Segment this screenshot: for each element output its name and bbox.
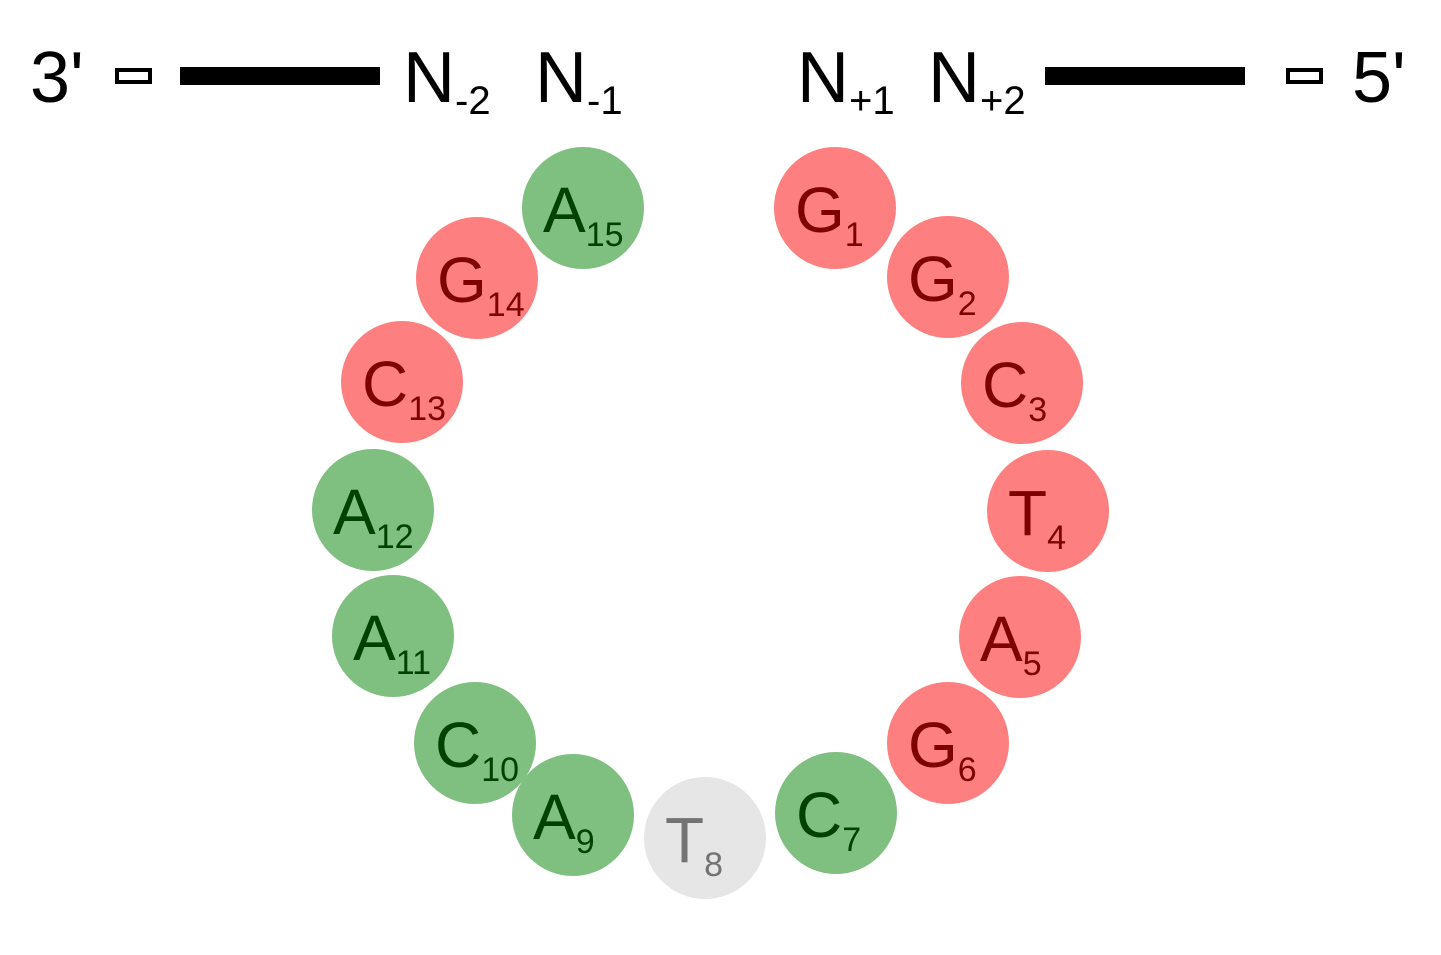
nucleotide-label: C13: [362, 348, 446, 428]
n-plus-1-label: N+1: [797, 38, 895, 123]
nucleotide-8: T8: [644, 777, 766, 899]
nucleotide-index: 14: [487, 286, 525, 324]
nucleotide-circle: [775, 752, 897, 874]
n-plus-1-sub: +1: [849, 79, 895, 123]
nucleotide-label: A12: [333, 476, 414, 556]
nucleotide-base: G: [908, 709, 958, 781]
nucleotide-circle: [887, 682, 1009, 804]
nucleotide-index: 10: [481, 751, 519, 789]
n-minus-2-label: N-2: [403, 38, 491, 123]
nucleotide-label: A11: [353, 602, 431, 682]
nucleotide-base: C: [435, 709, 481, 781]
nucleotide-10: C10: [414, 682, 536, 804]
nucleotide-index: 13: [408, 390, 446, 428]
nucleotide-label: T4: [1008, 477, 1066, 557]
n-minus-2-sub: -2: [455, 79, 491, 123]
nucleotide-base: A: [543, 174, 586, 246]
nucleotide-15: A15: [522, 147, 644, 269]
nucleotide-4: T4: [987, 450, 1109, 572]
nucleotide-index: 15: [586, 216, 624, 254]
nucleotide-index: 1: [845, 216, 864, 254]
nucleotide-label: C10: [435, 709, 519, 789]
n-plus-2-label: N+2: [928, 38, 1026, 123]
five-prime-label: 5': [1352, 38, 1406, 118]
nucleotide-index: 9: [576, 823, 595, 861]
nucleotide-index: 11: [396, 644, 431, 682]
nucleotide-9: A9: [512, 754, 634, 876]
nucleotide-circle: [774, 147, 896, 269]
nucleotide-3: C3: [961, 322, 1083, 444]
nucleotide-base: C: [982, 349, 1028, 421]
nucleotide-label: G14: [437, 244, 525, 324]
nucleotide-14: G14: [416, 217, 538, 339]
three-prime-label: 3': [30, 38, 84, 118]
nucleotide-label: T8: [665, 804, 723, 884]
nucleotide-circle: [961, 322, 1083, 444]
nucleotide-label: G2: [908, 243, 977, 323]
nucleotide-base: G: [908, 243, 958, 315]
nucleotide-base: C: [362, 348, 408, 420]
nucleotide-index: 2: [958, 285, 977, 323]
n-minus-1-label: N-1: [535, 38, 623, 123]
nucleotide-index: 8: [704, 846, 723, 884]
nucleotide-5: A5: [959, 576, 1081, 698]
nucleotide-label: A5: [980, 603, 1042, 683]
nucleotide-circle: [414, 682, 536, 804]
nucleotide-label: G1: [795, 174, 864, 254]
nucleotide-base: G: [437, 244, 487, 316]
nucleotide-index: 3: [1028, 391, 1047, 429]
nucleotide-index: 4: [1047, 519, 1066, 557]
nucleotide-base: T: [1008, 477, 1047, 549]
nucleotide-base: G: [795, 174, 845, 246]
n-minus-1-base: N: [535, 38, 587, 118]
nucleotide-label: C7: [796, 779, 861, 859]
nucleotide-6: G6: [887, 682, 1009, 804]
nucleotide-index: 7: [842, 821, 861, 859]
nucleotide-base: C: [796, 779, 842, 851]
nucleotide-1: G1: [774, 147, 896, 269]
nucleotide-label: C3: [982, 349, 1047, 429]
nucleotide-base: T: [665, 804, 704, 876]
nucleotide-circle: [312, 449, 434, 571]
nucleotide-11: A11: [332, 575, 454, 697]
n-plus-1-base: N: [797, 38, 849, 118]
nucleotide-circle: [332, 575, 454, 697]
n-minus-1-sub: -1: [587, 79, 623, 123]
nucleotide-base: A: [533, 781, 576, 853]
nucleotide-circle: [416, 217, 538, 339]
nucleotide-circle: [512, 754, 634, 876]
strand-bar-right: [1045, 67, 1245, 85]
nucleotide-index: 6: [958, 751, 977, 789]
nucleotide-13: C13: [341, 321, 463, 443]
nucleotide-circle: [959, 576, 1081, 698]
strand-small-marker-left: [115, 68, 152, 84]
nucleotide-2: G2: [887, 216, 1009, 338]
nucleotide-12: A12: [312, 449, 434, 571]
nucleotide-base: A: [333, 476, 376, 548]
n-plus-2-base: N: [928, 38, 980, 118]
nucleotide-label: G6: [908, 709, 977, 789]
nucleotide-circle: [644, 777, 766, 899]
strand-small-marker-right: [1286, 68, 1323, 84]
nucleotide-index: 5: [1023, 645, 1042, 683]
nucleotide-circle: [987, 450, 1109, 572]
strand-bar-left: [180, 67, 380, 85]
n-minus-2-base: N: [403, 38, 455, 118]
nucleotide-circle: [522, 147, 644, 269]
nucleotide-label: A15: [543, 174, 624, 254]
nucleotide-circle: [341, 321, 463, 443]
nucleotide-label: A9: [533, 781, 595, 861]
nucleotide-7: C7: [775, 752, 897, 874]
n-plus-2-sub: +2: [980, 79, 1026, 123]
nucleotide-circle: [887, 216, 1009, 338]
dna-strand: 3' N-2 N-1 N+1 N+2 5': [30, 38, 1406, 123]
nucleotide-base: A: [980, 603, 1023, 675]
nucleotide-base: A: [353, 602, 396, 674]
nucleotide-index: 12: [376, 518, 414, 556]
